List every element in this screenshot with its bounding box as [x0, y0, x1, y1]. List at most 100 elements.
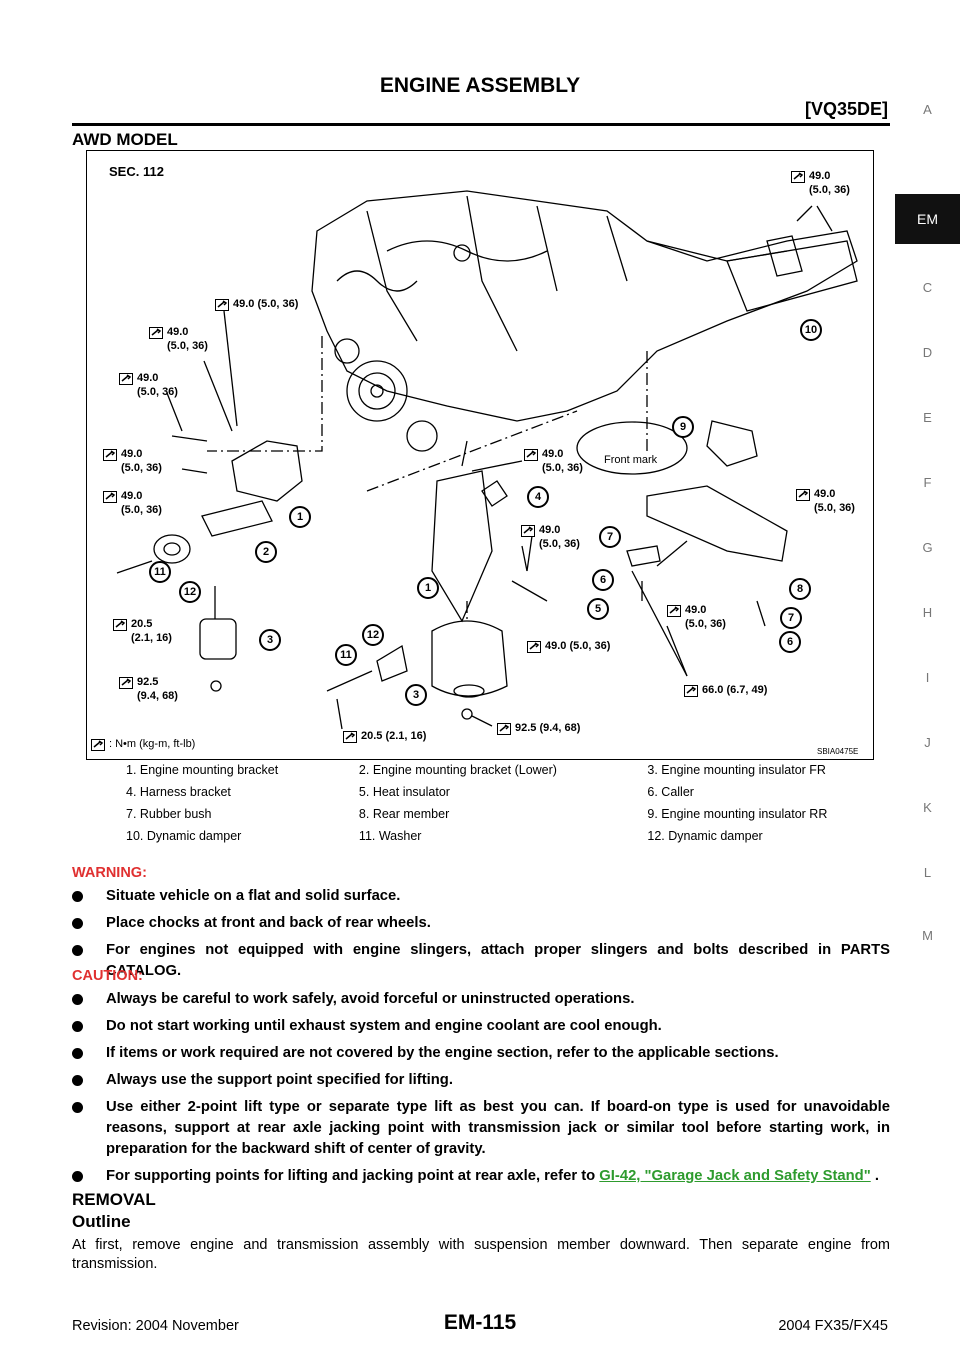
callout-marker: 1	[417, 577, 439, 599]
index-tab-h[interactable]: H	[922, 605, 933, 620]
torque-label: 49.0 (5.0, 36)	[814, 488, 855, 514]
torque-wrench-icon	[119, 372, 133, 385]
index-tab-j[interactable]: J	[924, 735, 931, 750]
torque-wrench-icon	[527, 640, 541, 653]
index-tab-l[interactable]: L	[923, 865, 932, 880]
legend-cell: 2. Engine mounting bracket (Lower)	[358, 763, 557, 777]
caution-label: CAUTION:	[72, 968, 143, 984]
caution-item: If items or work required are not covere…	[72, 1043, 890, 1064]
index-tab-i[interactable]: I	[925, 670, 930, 685]
legend-cell: 10. Dynamic damper	[126, 829, 242, 843]
revision-text: Revision: 2004 November	[72, 1318, 239, 1334]
page-number: EM-115	[443, 1311, 517, 1334]
warning-label: WARNING:	[72, 865, 147, 881]
torque-wrench-icon	[684, 684, 698, 697]
legend-row: 10. Dynamic damper 11. Washer 12. Dynami…	[86, 826, 874, 848]
parts-legend: 1. Engine mounting bracket 2. Engine mou…	[86, 760, 874, 848]
torque-label: 49.0 (5.0, 36)	[545, 640, 611, 652]
engine-mount-diagram: SEC. 112 49.0 (5.0, 36) 49.0 (5.0, 36) 4…	[86, 150, 874, 760]
unit-legend: : N•m (kg-m, ft-lb)	[109, 738, 196, 750]
callout-marker: 5	[587, 598, 609, 620]
legend-cell: 7. Rubber bush	[126, 807, 212, 821]
section-title: AWD MODEL	[72, 130, 178, 149]
bullet-icon	[72, 1102, 83, 1113]
torque-label: 49.0 (5.0, 36)	[685, 604, 726, 630]
outline-text: At first, remove engine and transmission…	[72, 1237, 890, 1272]
torque-label: 66.0 (6.7, 49)	[702, 684, 768, 696]
legend-row: 1. Engine mounting bracket 2. Engine mou…	[86, 760, 874, 782]
index-tab-k[interactable]: K	[923, 800, 932, 815]
bullet-icon	[72, 945, 83, 956]
callout-marker: 6	[592, 569, 614, 591]
callout-marker: 1	[289, 506, 311, 528]
torque-wrench-icon	[103, 448, 117, 461]
gi42-link[interactable]: GI-42, "Garage Jack and Safety Stand"	[599, 1168, 871, 1184]
warning-list: Situate vehicle on a flat and solid surf…	[72, 886, 890, 988]
callout-marker: 12	[362, 624, 384, 646]
torque-label: 49.0 (5.0, 36)	[167, 326, 208, 352]
legend-cell: 8. Rear member	[358, 807, 450, 821]
legend-cell: 12. Dynamic damper	[647, 829, 763, 843]
index-tab-c[interactable]: C	[922, 280, 933, 295]
index-tab-m[interactable]: M	[922, 928, 933, 943]
torque-wrench-icon	[149, 326, 163, 339]
warning-item: For engines not equipped with engine sli…	[72, 940, 890, 982]
legend-cell: 1. Engine mounting bracket	[126, 763, 279, 777]
bullet-icon	[72, 994, 83, 1005]
warning-item: Place chocks at front and back of rear w…	[72, 913, 890, 934]
front-mark-label: Front mark	[604, 454, 658, 466]
torque-label: 49.0 (5.0, 36)	[809, 170, 850, 196]
callout-marker: 3	[405, 684, 427, 706]
torque-label: 20.5 (2.1, 16)	[361, 730, 427, 742]
index-tab-a[interactable]: A	[923, 102, 932, 117]
callout-marker: 12	[179, 581, 201, 603]
bullet-icon	[72, 918, 83, 929]
torque-label: 49.0 (5.0, 36)	[233, 298, 299, 310]
torque-label: 92.5 (9.4, 68)	[137, 676, 178, 702]
page-title: ENGINE ASSEMBLY	[379, 74, 581, 97]
torque-wrench-icon	[497, 722, 511, 735]
bullet-icon	[72, 1171, 83, 1182]
engine-variant: [VQ35DE]	[804, 99, 888, 119]
bullet-icon	[72, 891, 83, 902]
callout-marker: 4	[527, 486, 549, 508]
index-tab-em-active[interactable]: EM	[895, 194, 960, 244]
torque-wrench-icon	[524, 448, 538, 461]
torque-wrench-icon	[791, 170, 805, 183]
torque-label: 20.5 (2.1, 16)	[131, 618, 172, 644]
legend-cell: 11. Washer	[358, 829, 422, 843]
torque-label: 49.0 (5.0, 36)	[542, 448, 583, 474]
torque-wrench-icon	[113, 618, 127, 631]
caution-item: Do not start working until exhaust syste…	[72, 1016, 890, 1037]
legend-cell: 3. Engine mounting insulator FR	[647, 763, 826, 777]
callout-marker: 3	[259, 629, 281, 651]
torque-wrench-icon	[119, 676, 133, 689]
caution-list: Always be careful to work safely, avoid …	[72, 989, 890, 1193]
torque-wrench-icon	[103, 490, 117, 503]
legend-cell: 5. Heat insulator	[358, 785, 450, 799]
index-tab-e[interactable]: E	[923, 410, 932, 425]
index-tab-f[interactable]: F	[923, 475, 932, 490]
torque-label: 49.0 (5.0, 36)	[539, 524, 580, 550]
index-tab-g[interactable]: G	[922, 540, 933, 555]
model-text: 2004 FX35/FX45	[778, 1318, 888, 1334]
index-tab-d[interactable]: D	[922, 345, 933, 360]
callout-marker: 2	[255, 541, 277, 563]
bullet-icon	[72, 1048, 83, 1059]
callout-marker: 9	[672, 416, 694, 438]
torque-label: 49.0 (5.0, 36)	[137, 372, 178, 398]
callout-marker: 7	[780, 607, 802, 629]
torque-label: 92.5 (9.4, 68)	[515, 722, 581, 734]
sec-number: SEC. 112	[109, 164, 164, 179]
callout-marker: 11	[335, 644, 357, 666]
torque-wrench-icon	[91, 738, 105, 751]
torque-wrench-icon	[667, 604, 681, 617]
header-rule	[72, 123, 890, 126]
callout-marker: 8	[789, 578, 811, 600]
torque-wrench-icon	[215, 298, 229, 311]
bullet-icon	[72, 1075, 83, 1086]
torque-wrench-icon	[343, 730, 357, 743]
removal-heading: REMOVAL	[72, 1190, 156, 1209]
legend-row: 4. Harness bracket 5. Heat insulator 6. …	[86, 782, 874, 804]
legend-cell: 4. Harness bracket	[126, 785, 231, 799]
